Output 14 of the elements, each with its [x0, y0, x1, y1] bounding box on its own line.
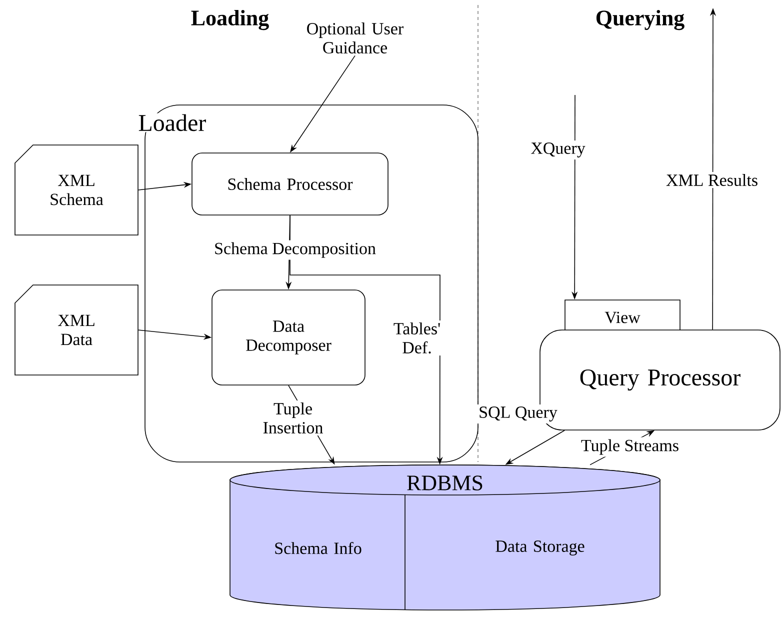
edge-label: Tuple Streams [578, 437, 682, 457]
edge-label: Schema Decomposition [212, 240, 378, 260]
section-heading: Querying [596, 10, 684, 30]
edge-label: SQL Query [476, 404, 560, 424]
process-box: Schema Processor [192, 152, 388, 216]
edge-label: Tuple Insertion [251, 400, 335, 436]
edge-label: XML Results [664, 172, 760, 188]
annotation-text: Optional User Guidance [307, 22, 404, 54]
annotation-text: Data Storage [496, 540, 584, 556]
annotation-text: Schema Info [275, 542, 362, 554]
edge-label: Tables' Def. [380, 320, 454, 356]
edge-label: XQuery [528, 140, 588, 160]
section-heading: Loading [191, 10, 269, 30]
process-box: Data Decomposer [212, 290, 366, 386]
